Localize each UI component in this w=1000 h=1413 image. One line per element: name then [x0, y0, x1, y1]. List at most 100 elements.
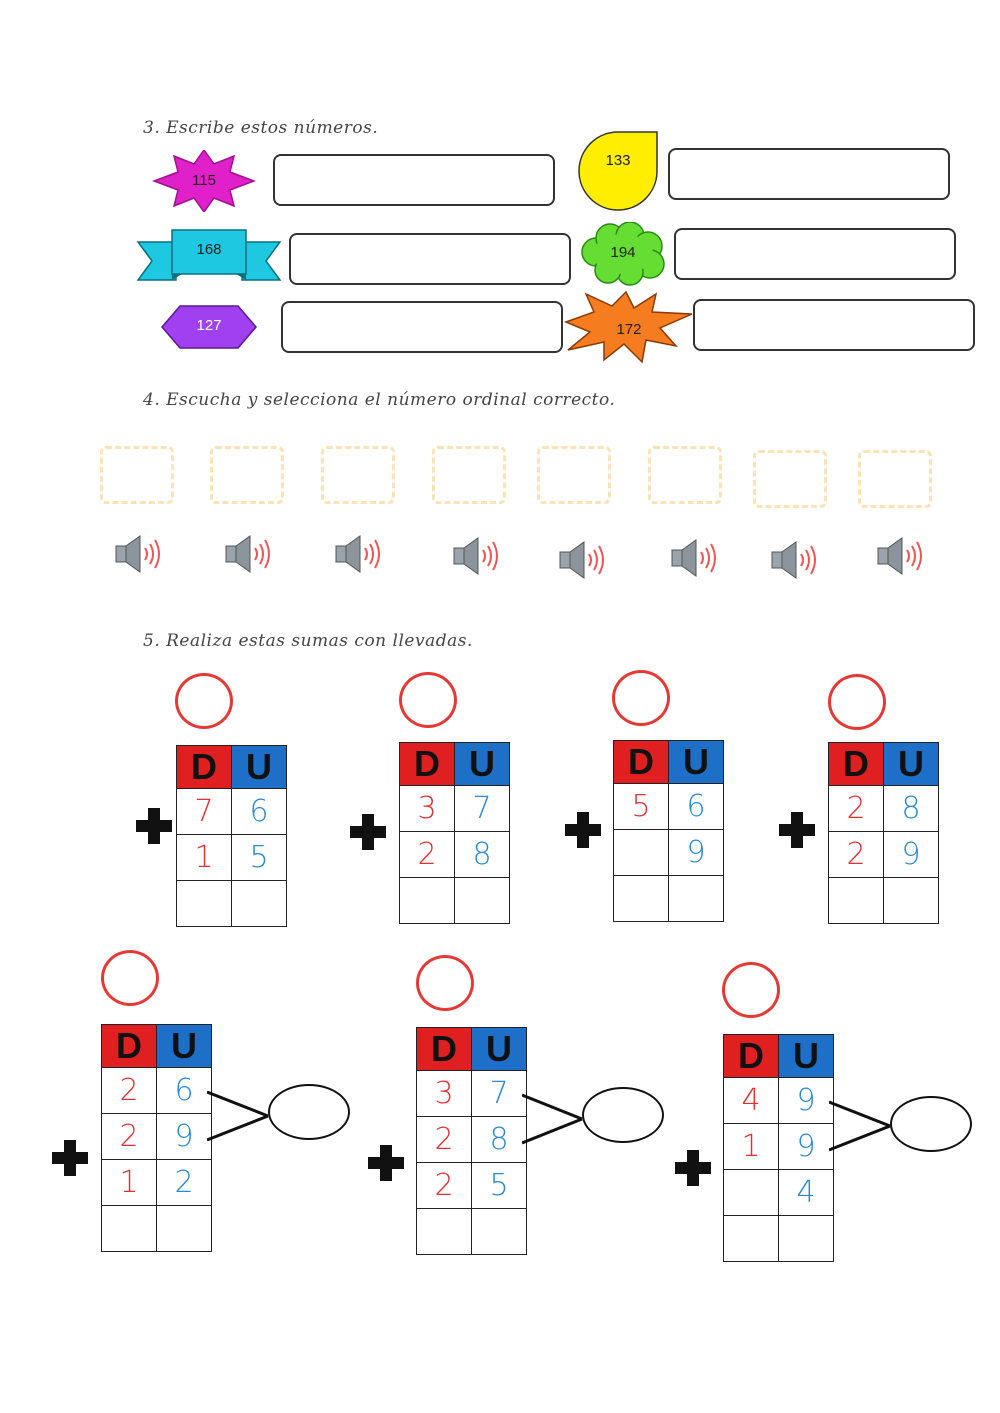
digit-units: 9 [778, 1123, 834, 1170]
carry-answer-oval[interactable] [268, 1084, 350, 1140]
result-cell[interactable] [471, 1208, 527, 1255]
digit-tens: 2 [828, 785, 884, 832]
shape-explosion-172: 172 [564, 290, 694, 364]
digit-tens: 1 [176, 834, 232, 881]
shape-drop-133: 133 [577, 130, 659, 214]
header-u: U [883, 742, 939, 786]
number-127: 127 [196, 317, 222, 334]
digit-tens [723, 1169, 779, 1216]
digit-tens: 5 [613, 783, 669, 830]
digit-tens: 2 [416, 1162, 472, 1209]
answer-box-168[interactable] [289, 233, 571, 285]
digit-units: 9 [156, 1113, 212, 1160]
digit-tens: 7 [176, 788, 232, 835]
drop-slot-6[interactable] [648, 446, 722, 504]
header-d: D [176, 745, 232, 789]
number-168: 168 [196, 241, 222, 258]
speaker-icon[interactable] [876, 536, 928, 576]
drop-slot-4[interactable] [432, 446, 506, 504]
result-cell[interactable] [101, 1205, 157, 1252]
answer-circle[interactable] [612, 670, 670, 726]
result-cell[interactable] [668, 875, 724, 922]
answer-circle[interactable] [828, 674, 886, 730]
digit-tens: 2 [828, 831, 884, 878]
section-3-heading: 3. Escribe estos números. [143, 118, 379, 138]
result-cell[interactable] [613, 875, 669, 922]
digit-units: 6 [231, 788, 287, 835]
result-cell[interactable] [176, 880, 232, 927]
plus-icon [368, 1145, 404, 1181]
header-u: U [471, 1027, 527, 1071]
result-cell[interactable] [416, 1208, 472, 1255]
speaker-icon[interactable] [334, 534, 386, 574]
header-d: D [399, 742, 455, 786]
digit-units: 8 [471, 1116, 527, 1163]
digit-units: 7 [471, 1070, 527, 1117]
digit-units: 7 [454, 785, 510, 832]
header-u: U [454, 742, 510, 786]
result-cell[interactable] [778, 1215, 834, 1262]
carry-connector [522, 1093, 583, 1145]
result-cell[interactable] [156, 1205, 212, 1252]
shape-star-115: 115 [152, 150, 256, 212]
digit-tens [613, 829, 669, 876]
answer-box-115[interactable] [273, 154, 555, 206]
result-cell[interactable] [399, 877, 455, 924]
shape-ribbon-168: 168 [136, 228, 282, 286]
carry-answer-oval[interactable] [890, 1096, 972, 1152]
answer-circle[interactable] [722, 962, 780, 1018]
answer-box-172[interactable] [693, 299, 975, 351]
answer-circle[interactable] [101, 950, 159, 1006]
result-cell[interactable] [883, 877, 939, 924]
plus-icon [565, 812, 601, 848]
digit-units: 9 [883, 831, 939, 878]
header-u: U [668, 740, 724, 784]
answer-circle[interactable] [416, 955, 474, 1011]
answer-box-127[interactable] [281, 301, 563, 353]
result-cell[interactable] [828, 877, 884, 924]
result-cell[interactable] [231, 880, 287, 927]
drop-slot-5[interactable] [537, 446, 611, 504]
drop-slot-8[interactable] [858, 450, 932, 508]
drop-slot-3[interactable] [321, 446, 395, 504]
digit-tens: 2 [101, 1113, 157, 1160]
section-5-heading: 5. Realiza estas sumas con llevadas. [143, 631, 473, 651]
header-u: U [231, 745, 287, 789]
result-cell[interactable] [723, 1215, 779, 1262]
answer-box-133[interactable] [668, 148, 950, 200]
answer-box-194[interactable] [674, 228, 956, 280]
digit-units: 9 [778, 1077, 834, 1124]
speaker-icon[interactable] [452, 536, 504, 576]
answer-circle[interactable] [399, 672, 457, 728]
speaker-icon[interactable] [558, 540, 610, 580]
speaker-icon[interactable] [670, 538, 722, 578]
digit-tens: 2 [399, 831, 455, 878]
header-d: D [828, 742, 884, 786]
answer-circle[interactable] [175, 673, 233, 729]
speaker-icon[interactable] [224, 534, 276, 574]
plus-icon [675, 1150, 711, 1186]
speaker-icon[interactable] [114, 534, 166, 574]
digit-units: 8 [454, 831, 510, 878]
plus-icon [350, 814, 386, 850]
drop-slot-2[interactable] [210, 446, 284, 504]
result-cell[interactable] [454, 877, 510, 924]
digit-units: 4 [778, 1169, 834, 1216]
plus-icon [779, 812, 815, 848]
header-u: U [778, 1034, 834, 1078]
speaker-icon[interactable] [770, 540, 822, 580]
digit-units: 9 [668, 829, 724, 876]
number-194: 194 [610, 244, 636, 261]
digit-tens: 3 [416, 1070, 472, 1117]
digit-tens: 1 [723, 1123, 779, 1170]
carry-answer-oval[interactable] [582, 1087, 664, 1143]
drop-slot-1[interactable] [100, 446, 174, 504]
carry-connector [829, 1100, 891, 1152]
drop-slot-7[interactable] [753, 450, 827, 508]
